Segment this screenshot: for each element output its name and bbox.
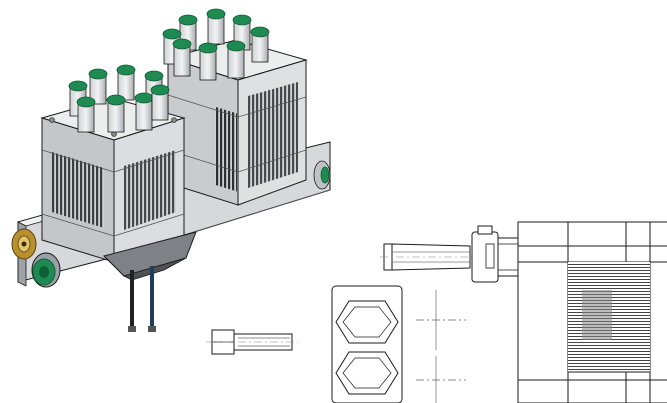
fitting xyxy=(172,38,192,77)
bolt-icon xyxy=(206,329,298,355)
fitting xyxy=(150,84,170,121)
fittings-rear xyxy=(162,8,270,81)
fittings-front xyxy=(68,64,170,133)
fitting xyxy=(198,42,218,81)
nozzle-shaft xyxy=(380,243,520,271)
green-fitting-icon xyxy=(31,252,61,288)
outlet-hopper xyxy=(103,231,197,281)
cables xyxy=(128,266,156,332)
fitting xyxy=(226,40,246,79)
fitting xyxy=(88,68,108,105)
fitting xyxy=(76,96,96,133)
centre-marks xyxy=(416,290,466,403)
hex-fittings-view xyxy=(331,285,403,403)
fitting xyxy=(250,26,270,63)
cable-blue xyxy=(150,266,154,328)
motor-body xyxy=(517,221,667,403)
fitting xyxy=(134,92,154,131)
isometric-assembly xyxy=(11,8,331,332)
rail-end-right xyxy=(313,160,331,190)
orthographic-drawing xyxy=(206,221,667,403)
fitting xyxy=(206,8,226,45)
cable-black xyxy=(130,270,134,328)
side-connectors xyxy=(11,228,61,288)
fitting xyxy=(106,94,126,133)
brass-fitting-icon xyxy=(11,228,37,260)
fitting xyxy=(116,64,136,101)
connector-fitting xyxy=(471,225,521,283)
